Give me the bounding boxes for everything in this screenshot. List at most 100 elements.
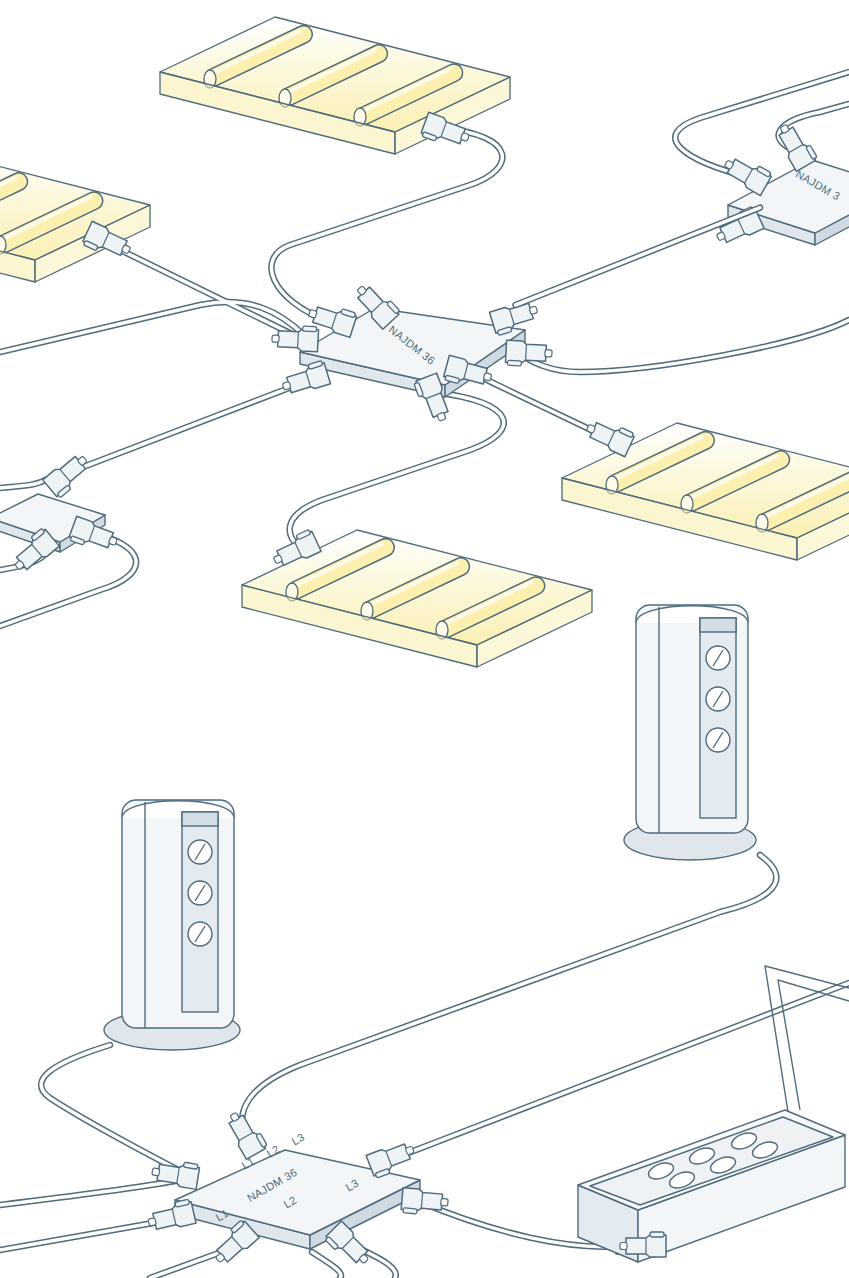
popup-socket [144, 802, 145, 1028]
light-panel [766, 479, 849, 522]
popup-socket [188, 922, 212, 946]
popup-socket [188, 840, 212, 864]
cable-outline [0, 72, 849, 1278]
light-panel [4, 201, 94, 244]
rj-plug [43, 450, 94, 499]
popup-socket [706, 687, 730, 711]
popup-socket [182, 812, 218, 1012]
light-panel [688, 456, 777, 499]
floor-box [778, 980, 849, 1110]
floor-box [578, 1110, 845, 1210]
device-label: L2 [264, 1143, 281, 1160]
rj-plug [146, 1199, 196, 1234]
rj-plug [351, 279, 401, 330]
light-panel [289, 54, 379, 97]
junction-hub-label: L1L2L3NAJDM 36L1L2L3 [175, 1130, 420, 1235]
popup-socket [700, 618, 736, 632]
rj-plug [413, 373, 453, 425]
light-panel [446, 586, 536, 629]
rj-plug [620, 1232, 666, 1257]
cable-core [0, 72, 849, 1278]
popup-socket [122, 800, 234, 1028]
device-label: L2 [281, 1194, 298, 1211]
rj-plug [712, 206, 764, 248]
rj-plug [271, 324, 318, 351]
cable-core [516, 208, 760, 305]
floor-box [765, 966, 849, 1112]
light-panel [1, 197, 90, 240]
device-label: NAJDM 3 [794, 168, 843, 203]
rj-plug [489, 299, 540, 336]
rj-plug [366, 1139, 418, 1179]
light-panel [371, 567, 461, 610]
junction-hub-label: NAJDM 36 [310, 305, 520, 385]
light-panel [289, 54, 379, 97]
light-panel [361, 69, 450, 112]
rj-plug [269, 529, 321, 571]
light-panel [211, 31, 300, 74]
rj-plug [208, 1219, 259, 1268]
device-label: L1 [213, 1207, 230, 1224]
cable-outline [0, 72, 849, 1278]
popup-socket [706, 646, 730, 670]
rj-plug [8, 112, 818, 1271]
rj-plug [773, 119, 818, 171]
floor-box [590, 1117, 833, 1205]
popup-socket [104, 800, 240, 1050]
popup-socket [182, 812, 218, 826]
light-panel [242, 585, 477, 667]
rj-plug [8, 527, 59, 576]
light-panel [371, 567, 461, 610]
light-panel [395, 77, 510, 154]
popup-socket [195, 885, 205, 901]
device-label: NAJDM 36 [386, 323, 437, 367]
light-panel [691, 460, 781, 503]
light-panel [160, 17, 510, 154]
popup-socket [713, 691, 723, 707]
light-panel [446, 586, 536, 629]
junction-hub-label: NAJDM 3 [760, 150, 849, 230]
popup-socket [636, 605, 748, 833]
rj-plug [401, 1188, 449, 1217]
device-label: L1 [239, 1155, 256, 1172]
rj-plug [82, 221, 134, 263]
popup-socket [624, 605, 756, 860]
light-panel [0, 178, 15, 221]
rj-plug [443, 355, 494, 391]
light-panel [160, 72, 395, 154]
rj-plug [151, 1157, 200, 1189]
light-panel [0, 145, 150, 282]
device-label: L3 [343, 1177, 360, 1194]
light-panel [364, 73, 454, 116]
rj-plug [279, 360, 330, 397]
light-panel [0, 178, 94, 244]
light-panel [691, 460, 781, 503]
light-panel [214, 34, 304, 77]
rj-plug [583, 415, 635, 457]
light-panel [4, 201, 94, 244]
popup-socket [188, 881, 212, 905]
rj-plug [620, 1232, 666, 1257]
popup-socket [713, 650, 723, 666]
cable-connector [516, 208, 760, 305]
rj-plug [324, 1221, 374, 1271]
popup-socket [713, 732, 723, 748]
floor-box [708, 1154, 737, 1176]
floor-box [578, 966, 849, 1262]
light-panel [214, 34, 304, 77]
light-panel [0, 182, 19, 225]
light-panel [368, 563, 457, 606]
light-panel [763, 475, 849, 518]
popup-socket [658, 607, 659, 833]
light-panel [0, 200, 35, 282]
light-panel [443, 582, 532, 625]
light-panel [766, 479, 849, 522]
cable-outline [516, 208, 760, 305]
rj-plug [68, 516, 120, 555]
floor-box [750, 1139, 779, 1161]
rj-plug [420, 112, 472, 151]
light-panel [0, 182, 19, 225]
device-label: L3 [289, 1131, 306, 1148]
